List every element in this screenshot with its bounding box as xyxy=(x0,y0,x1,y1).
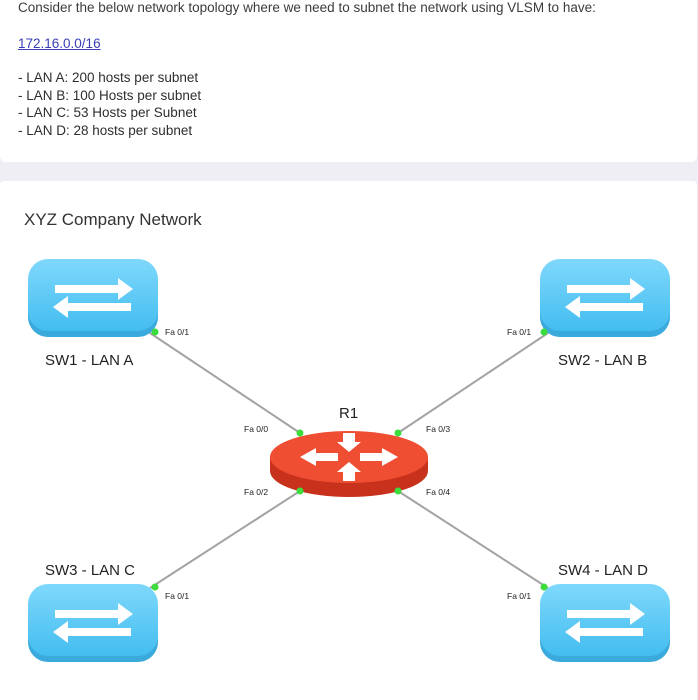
port-label-sw3: Fa 0/1 xyxy=(165,591,189,601)
port-label-fa04: Fa 0/4 xyxy=(426,487,450,497)
port-dot xyxy=(296,487,304,495)
port-label-fa00: Fa 0/0 xyxy=(244,424,268,434)
link-sw3-r1 xyxy=(149,490,301,589)
question-text: Consider the below network topology wher… xyxy=(18,0,596,15)
router-label: R1 xyxy=(339,405,358,422)
port-label-sw4: Fa 0/1 xyxy=(507,591,531,601)
switch-label-sw4: SW4 - LAN D xyxy=(558,562,648,579)
requirement-item: - LAN C: 53 Hosts per Subnet xyxy=(18,105,197,120)
port-dot xyxy=(151,583,159,591)
switch-arrows-icon xyxy=(53,278,133,318)
port-label-sw2: Fa 0/1 xyxy=(507,327,531,337)
link-sw1-r1 xyxy=(149,332,301,434)
requirement-item: - LAN B: 100 Hosts per subnet xyxy=(18,87,202,103)
requirement-item: - LAN D: 28 hosts per subnet xyxy=(18,122,193,138)
port-dot xyxy=(394,429,402,437)
router-r1 xyxy=(270,431,428,497)
switch-sw1 xyxy=(28,259,158,337)
requirements-list: - LAN A: 200 hosts per subnet - LAN B: 1… xyxy=(18,69,201,139)
network-address-link[interactable]: 172.16.0.0/16 xyxy=(18,36,101,51)
requirement-item: - LAN A: 200 hosts per subnet xyxy=(18,70,199,85)
port-dot xyxy=(394,487,402,495)
switch-sw4 xyxy=(540,584,670,662)
link-sw4-r1 xyxy=(397,490,549,589)
port-dot xyxy=(540,583,548,591)
switch-arrows-icon xyxy=(53,603,133,643)
switch-label-sw3: SW3 - LAN C xyxy=(45,562,135,579)
switch-arrows-icon xyxy=(565,603,645,643)
port-label-sw1: Fa 0/1 xyxy=(165,327,189,337)
switch-sw2 xyxy=(540,259,670,337)
switch-label-sw2: SW2 - LAN B xyxy=(558,352,647,369)
topology-diagram: SW1 - LAN A SW2 - LAN B SW3 - LAN C SW4 … xyxy=(28,259,670,662)
port-dot xyxy=(296,429,304,437)
port-dot xyxy=(151,328,159,336)
question-card: Consider the below network topology wher… xyxy=(0,0,697,162)
port-dot xyxy=(540,328,548,336)
switch-label-sw1: SW1 - LAN A xyxy=(45,352,133,369)
router-arrows-icon xyxy=(300,433,398,481)
diagram-card: XYZ Company Network xyxy=(0,181,697,700)
diagram-title: XYZ Company Network xyxy=(24,210,202,229)
switch-arrows-icon xyxy=(565,278,645,318)
switch-sw3 xyxy=(28,584,158,662)
link-sw2-r1 xyxy=(397,332,549,434)
port-label-fa02: Fa 0/2 xyxy=(244,487,268,497)
port-label-fa03: Fa 0/3 xyxy=(426,424,450,434)
